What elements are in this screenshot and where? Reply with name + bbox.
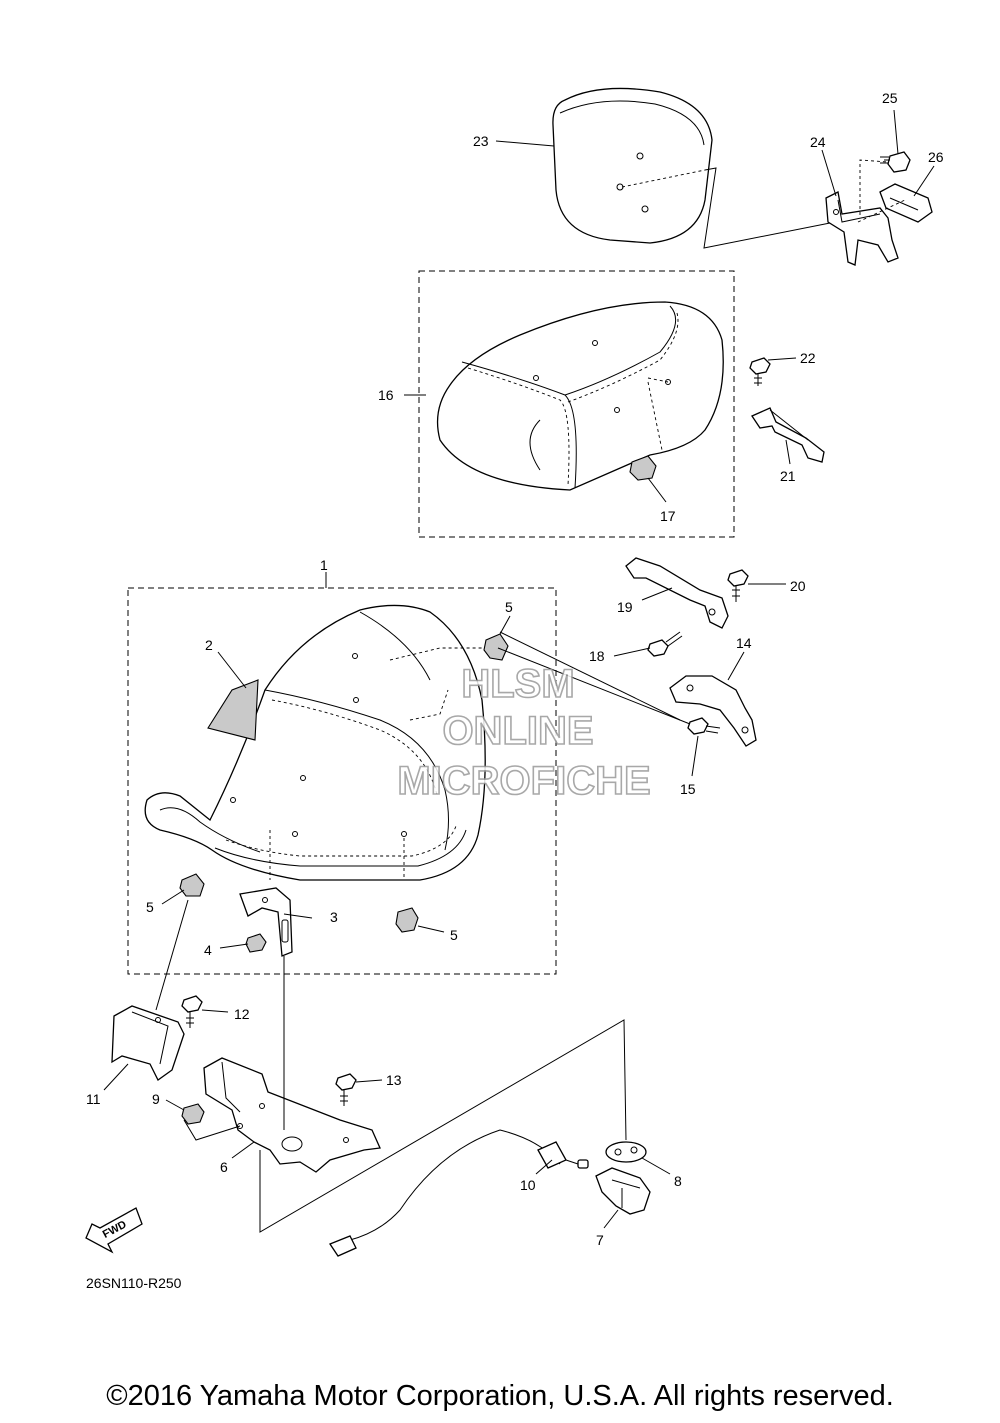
label-10: 10 [520, 1159, 553, 1193]
svg-text:ONLINE: ONLINE [442, 709, 593, 753]
label-15: 15 [680, 735, 699, 797]
label-8: 8 [641, 1157, 682, 1189]
svg-text:18: 18 [589, 648, 605, 664]
bolt-20 [727, 569, 749, 602]
bracket-21 [751, 407, 825, 463]
bolt-12 [181, 995, 203, 1028]
svg-text:16: 16 [378, 387, 394, 403]
svg-text:1: 1 [320, 557, 328, 573]
svg-text:14: 14 [736, 635, 752, 651]
svg-text:25: 25 [882, 90, 898, 106]
svg-text:4: 4 [204, 942, 212, 958]
svg-text:5: 5 [450, 927, 458, 943]
label-9: 9 [152, 1091, 185, 1111]
label-12: 12 [201, 1006, 250, 1022]
svg-text:13: 13 [386, 1072, 402, 1088]
bracket-6 [203, 1057, 381, 1173]
bracket-19 [625, 557, 729, 629]
svg-text:5: 5 [146, 899, 154, 915]
svg-text:19: 19 [617, 599, 633, 615]
bracket-3 [239, 887, 293, 957]
bolt-18 [647, 631, 683, 657]
damper-26 [879, 183, 933, 223]
svg-text:20: 20 [790, 578, 806, 594]
svg-text:23: 23 [473, 133, 489, 149]
nut-4 [245, 933, 267, 953]
label-4: 4 [204, 942, 249, 958]
nut-9 [181, 1103, 205, 1125]
lock-plate [605, 1141, 647, 1163]
svg-text:7: 7 [596, 1232, 604, 1248]
svg-text:10: 10 [520, 1177, 536, 1193]
label-22: 22 [767, 350, 816, 366]
backrest-pad [552, 87, 831, 249]
svg-text:11: 11 [86, 1091, 101, 1107]
label-7: 7 [596, 1209, 619, 1248]
bracket-11 [111, 1005, 185, 1081]
svg-text:HLSM: HLSM [461, 662, 574, 706]
label-26: 26 [913, 149, 944, 197]
label-17: 17 [647, 477, 676, 524]
bracket-14 [669, 675, 757, 747]
svg-text:6: 6 [220, 1159, 228, 1175]
label-1: 1 [320, 557, 328, 588]
svg-text:MICROFICHE: MICROFICHE [397, 759, 650, 803]
svg-text:5: 5 [505, 599, 513, 615]
label-11: 11 [86, 1063, 129, 1107]
main-seat [144, 604, 498, 881]
damper-17 [629, 455, 657, 481]
copyright-notice: ©2016 Yamaha Motor Corporation, U.S.A. A… [106, 1380, 894, 1412]
seat-lock [595, 1167, 651, 1215]
label-14: 14 [727, 635, 752, 681]
svg-text:22: 22 [800, 350, 816, 366]
svg-text:8: 8 [674, 1173, 682, 1189]
label-19: 19 [617, 587, 673, 615]
watermark: HLSM ONLINE MICROFICHE [397, 661, 652, 804]
label-16: 16 [378, 387, 426, 403]
label-25: 25 [882, 90, 899, 155]
bolt-15 [687, 717, 721, 735]
label-20: 20 [748, 578, 806, 594]
label-23: 23 [473, 133, 555, 149]
fwd-arrow-icon: FWD [85, 1207, 143, 1254]
label-21: 21 [780, 439, 796, 484]
label-24: 24 [810, 134, 837, 197]
svg-text:9: 9 [152, 1091, 160, 1107]
label-5-right: 5 [417, 925, 458, 943]
seat-lock-cable [329, 1129, 589, 1257]
svg-text:15: 15 [680, 781, 696, 797]
damper-5-right [395, 907, 419, 933]
label-5-top: 5 [499, 599, 513, 635]
svg-text:3: 3 [330, 909, 338, 925]
svg-text:21: 21 [780, 468, 796, 484]
label-6: 6 [220, 1141, 255, 1175]
bolt-25 [880, 151, 911, 173]
damper-5-left [179, 873, 205, 897]
svg-text:12: 12 [234, 1006, 250, 1022]
label-13: 13 [355, 1072, 402, 1088]
diagram-ref-code: 26SN110-R250 [86, 1275, 182, 1291]
label-2: 2 [205, 637, 247, 689]
backrest-bracket [825, 191, 899, 266]
bolt-22 [749, 357, 771, 386]
svg-text:24: 24 [810, 134, 826, 150]
svg-text:26: 26 [928, 149, 944, 165]
svg-text:2: 2 [205, 637, 213, 653]
label-5-left: 5 [146, 889, 185, 915]
label-18: 18 [589, 647, 651, 664]
label-3: 3 [283, 909, 338, 925]
svg-text:17: 17 [660, 508, 676, 524]
bolt-13 [335, 1073, 357, 1106]
damper-5-top [483, 633, 509, 661]
rear-seat [436, 301, 724, 491]
